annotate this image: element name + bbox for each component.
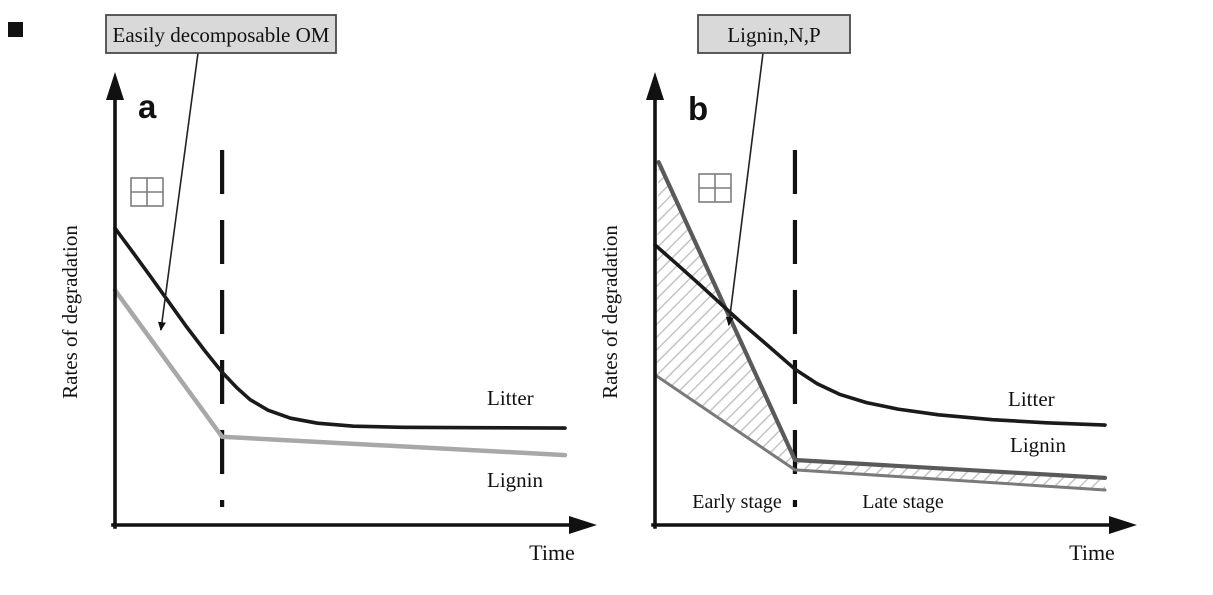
callout-text-b: Lignin,N,P (727, 23, 820, 47)
callout-text-a: Easily decomposable OM (113, 23, 330, 47)
litter-curve-a (113, 226, 567, 430)
plus-icon (130, 177, 164, 207)
y-axis-label-a: Rates of degradation (58, 225, 82, 399)
lower-envelope-line-b (653, 373, 1107, 492)
x-axis-arrow-icon-a (569, 516, 597, 534)
lignin-line-a (112, 287, 568, 458)
callout-box-a (105, 14, 337, 54)
corner-square-mark (8, 22, 23, 37)
late-stage-label: Late stage (862, 491, 944, 513)
y-axis-arrow-icon-b (646, 72, 664, 100)
litter-series-label-a: Litter (487, 386, 534, 410)
lignin-line-b (656, 160, 1108, 480)
y-axis-label-b: Rates of degradation (598, 225, 622, 399)
panel-letter-b: b (688, 90, 708, 127)
litter-series-label-b: Litter (1008, 387, 1055, 411)
panel-b: Rates of degradation Time Litter Lignin … (598, 14, 1137, 565)
x-axis-label-b: Time (1069, 540, 1115, 565)
callout-b: Lignin,N,P (697, 14, 851, 327)
panel-letter-a: a (138, 88, 157, 125)
callout-leader-arrow-b (725, 52, 764, 327)
plus-icon (698, 173, 732, 203)
panel-a: Rates of degradation Time Litter Lignin … (58, 14, 597, 565)
litter-curve-b (653, 243, 1107, 427)
lignin-series-label-a: Lignin (487, 468, 543, 492)
early-stage-label: Early stage (692, 491, 782, 513)
hatched-area-b (655, 162, 1105, 490)
callout-a: Easily decomposable OM (105, 14, 337, 332)
y-axis-arrow-icon-a (106, 72, 124, 100)
callout-leader-arrow-a (157, 52, 199, 332)
x-axis-label-a: Time (529, 540, 575, 565)
callout-box-b (697, 14, 851, 54)
x-axis-arrow-icon-b (1109, 516, 1137, 534)
lignin-series-label-b: Lignin (1010, 433, 1066, 457)
